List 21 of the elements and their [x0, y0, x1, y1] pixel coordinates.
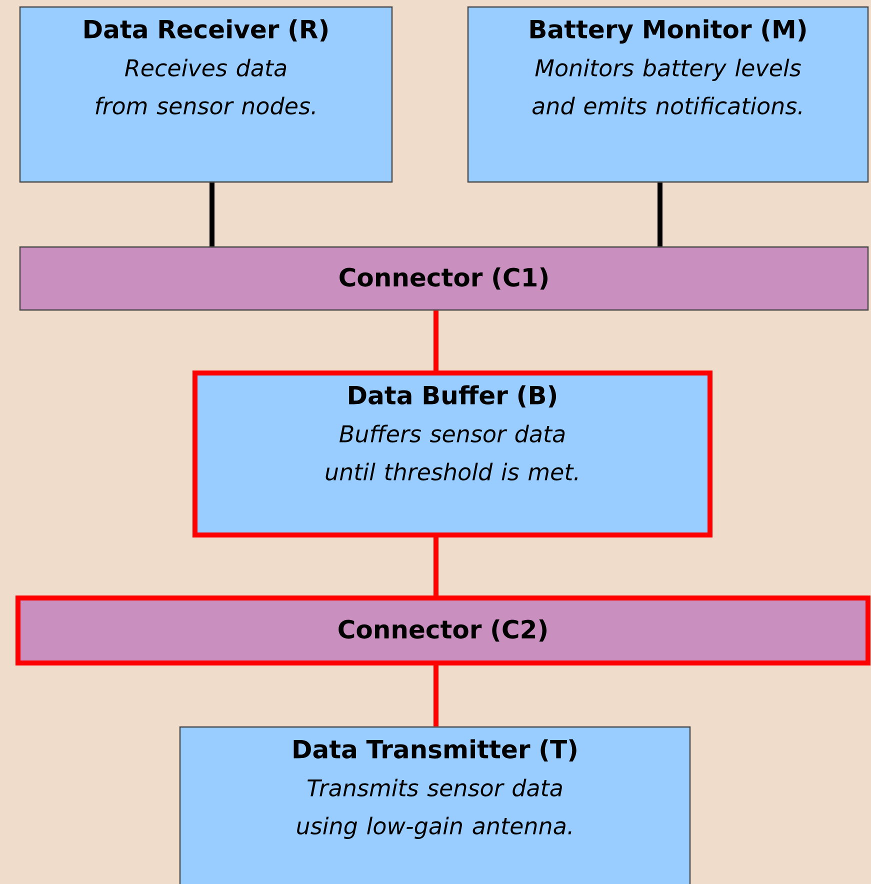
component-description: Buffers sensor data until threshold is met.: [326, 424, 578, 481]
connector-line: [434, 666, 438, 726]
component-box: [192, 370, 712, 538]
component-box: [467, 6, 869, 183]
connector-line: [658, 182, 662, 246]
connector-line: [434, 310, 438, 370]
component-description: Receives data from sensor nodes.: [96, 58, 315, 115]
component-title: Data Receiver (R): [84, 19, 328, 42]
component-description: Transmits sensor data using low-gain antenna.: [297, 778, 572, 839]
component-title: Connector (C2): [338, 619, 546, 642]
connector-bar: [16, 596, 870, 666]
connector-line: [434, 538, 438, 596]
component-title: Connector (C1): [340, 267, 548, 290]
component-box: [19, 6, 393, 183]
connector-bar: [19, 246, 869, 311]
component-title: Battery Monitor (M): [530, 19, 806, 44]
component-title: Data Buffer (B): [349, 385, 556, 408]
component-box: [179, 726, 691, 884]
component-description: Monitors battery levels and emits notifications.: [532, 58, 802, 115]
connector-line: [210, 182, 214, 246]
component-title: Data Transmitter (T): [294, 739, 576, 762]
